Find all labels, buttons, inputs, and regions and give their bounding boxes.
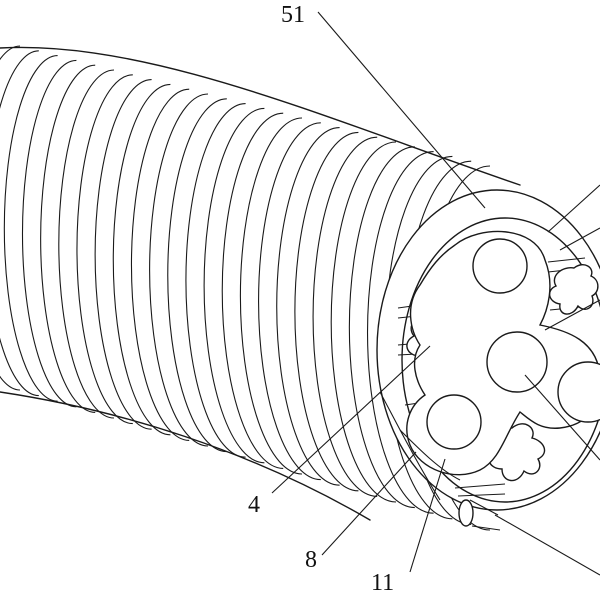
label-11: 11 [371,570,394,596]
label-8: 8 [305,547,317,573]
leader-top-right-1 [547,184,600,233]
label-51: 51 [281,2,305,28]
jacket-ring [94,79,152,430]
small-tube [458,499,474,527]
leader-8 [321,451,417,556]
jacket-ring [112,83,171,436]
jacket-ring [21,59,77,408]
leader-bottom-right [494,514,600,576]
leader-top-right-2 [559,227,600,251]
jacket-ring [185,103,246,458]
jacket-ring [203,107,265,464]
label-4: 4 [248,492,260,518]
part-labels: 51 4 8 11 [248,2,394,596]
leader-right [544,299,600,331]
jacket-ring [294,131,359,492]
jacket-ring [221,112,284,469]
round-channel-top [472,238,528,294]
round-channel-right [557,361,600,423]
jacket-ring [40,64,96,413]
leader-lines [271,11,600,576]
leader-11 [409,458,446,573]
round-channel-lower-left [426,394,482,450]
leader-right-lower [524,374,600,461]
jacket-ring [167,98,227,453]
jacket-ring [130,88,190,441]
star-filler-right [549,264,599,315]
jacket-ring [76,74,133,425]
jacket-ring [276,127,340,486]
jacket-ring [58,69,115,419]
round-channel-center [486,331,548,393]
jacket-ring [149,93,209,447]
jacket-ring [312,136,378,497]
jacket-ring [258,122,321,481]
corrugated-jacket-rings [0,45,491,531]
leader-51 [317,11,486,209]
leader-4 [271,345,431,494]
jacket-ring [330,141,397,503]
jacket-ring [0,50,39,397]
jacket-ring [239,117,303,475]
cable-end-face [376,189,600,531]
jacket-ring [3,55,58,402]
jacket-ring [367,151,434,514]
